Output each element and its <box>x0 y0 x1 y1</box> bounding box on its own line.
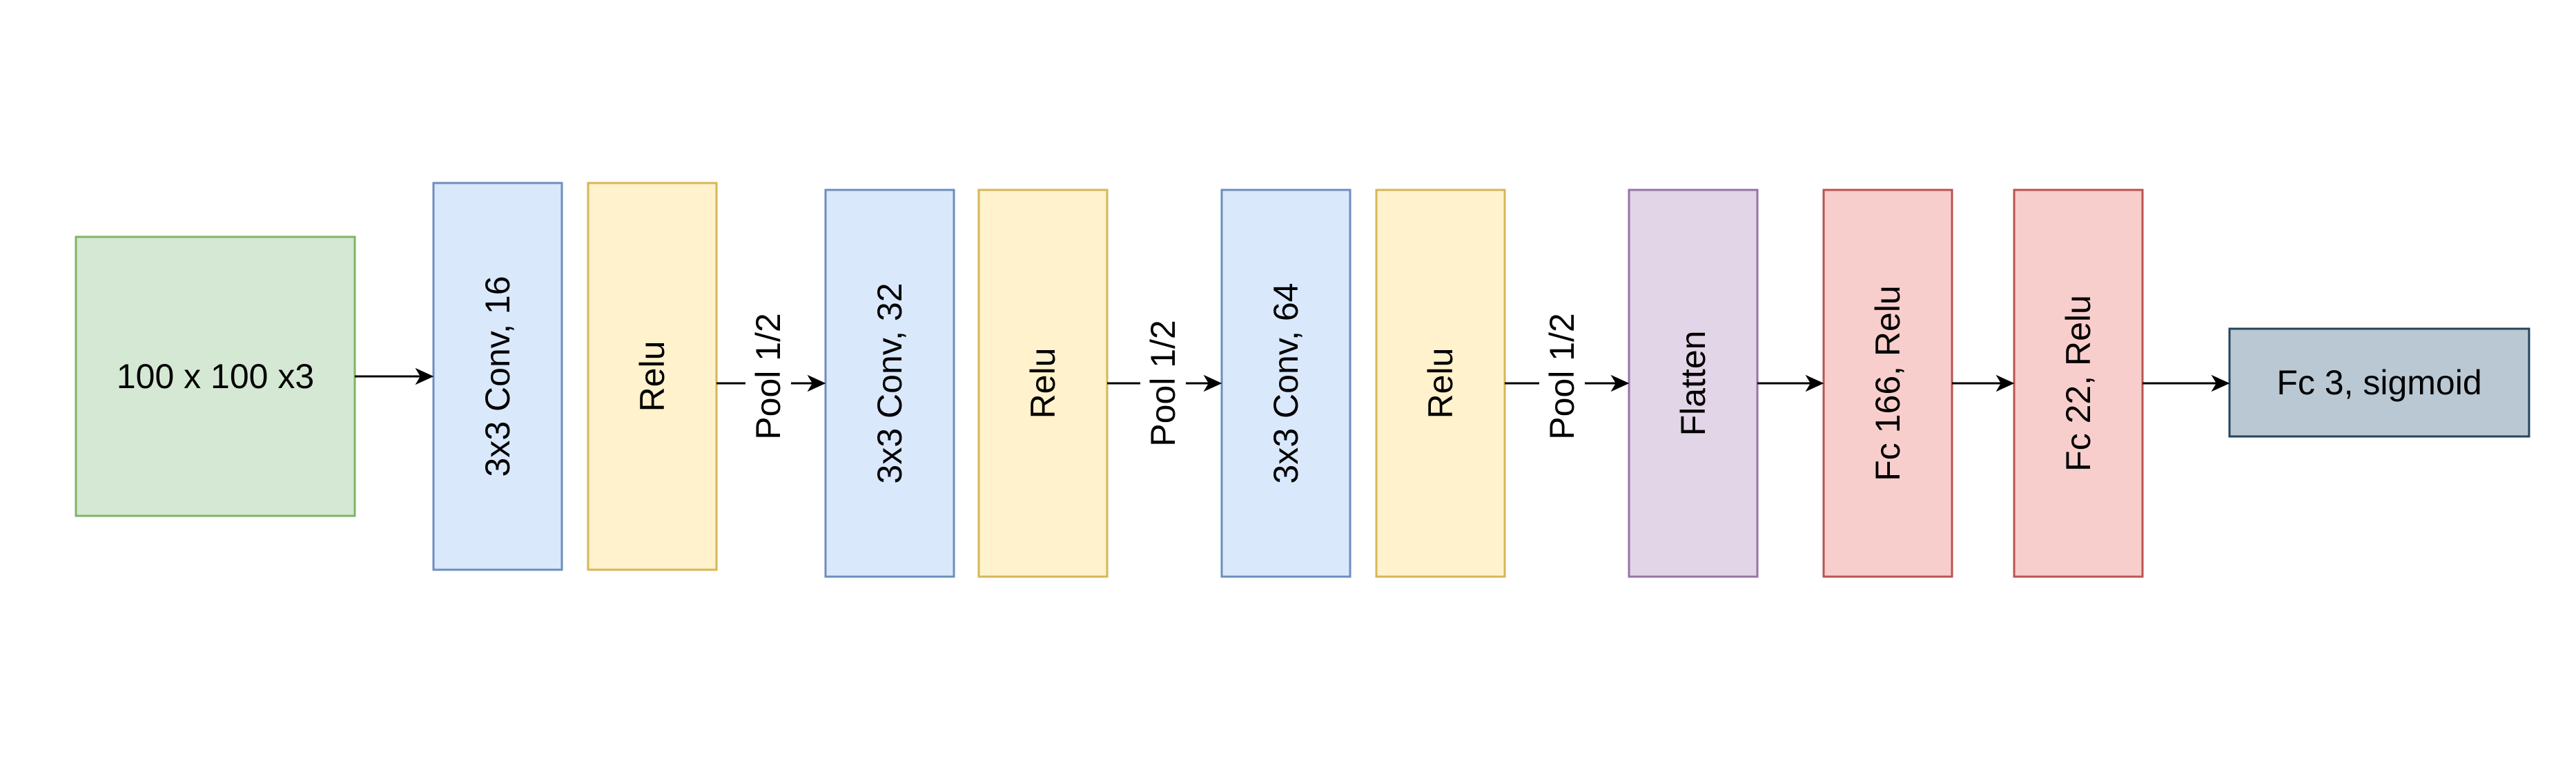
node-conv3: 3x3 Conv, 64 <box>1220 189 1352 578</box>
node-fc2: Fc 22, Relu <box>2013 189 2144 578</box>
conv3-box <box>1220 189 1352 578</box>
arrow-head <box>807 374 826 392</box>
conv1-box <box>432 182 563 571</box>
node-conv2: 3x3 Conv, 32 <box>824 189 955 578</box>
conv1-label: 3x3 Conv, 16 <box>478 276 517 477</box>
edge-label-background <box>1140 314 1186 452</box>
node-relu3: Relu <box>1375 189 1506 578</box>
node-flatten: Flatten <box>1628 189 1759 578</box>
edge-input-to-conv1 <box>355 367 434 385</box>
edge-relu2-to-conv3: Pool 1/2 <box>1107 314 1222 452</box>
edge-relu3-to-flatten: Pool 1/2 <box>1505 307 1630 445</box>
input-label: 100 x 100 x3 <box>117 357 314 396</box>
input-box <box>75 235 356 517</box>
relu1-box <box>587 182 718 571</box>
node-fc1: Fc 166, Relu <box>1822 189 1953 578</box>
edge-relu1-to-conv2: Pool 1/2 <box>716 313 826 452</box>
arrow-head <box>1203 374 1222 392</box>
fc2-box <box>2013 189 2144 578</box>
output-box <box>2228 327 2530 438</box>
fc1-label: Fc 166, Relu <box>1868 285 1907 481</box>
edge-fc2-to-output <box>2143 374 2230 392</box>
edge-fc1-to-fc2 <box>1952 374 2015 392</box>
node-relu2: Relu <box>977 189 1109 578</box>
relu1-label: Relu <box>633 341 672 412</box>
edge-label-background <box>1539 307 1585 445</box>
arrow-head <box>1610 374 1630 392</box>
arrow-head <box>2211 374 2230 392</box>
arrow-head <box>1805 374 1824 392</box>
node-conv1: 3x3 Conv, 16 <box>432 182 563 571</box>
arrow-head <box>1996 374 2015 392</box>
node-relu1: Relu <box>587 182 718 571</box>
pool2-label: Pool 1/2 <box>1144 320 1182 446</box>
arrow-head <box>415 367 434 385</box>
conv2-label: 3x3 Conv, 32 <box>870 283 909 484</box>
pool1-label: Pool 1/2 <box>749 313 788 439</box>
pool3-label: Pool 1/2 <box>1543 313 1581 439</box>
flatten-label: Flatten <box>1674 331 1713 436</box>
conv3-label: 3x3 Conv, 64 <box>1267 283 1305 484</box>
relu3-label: Relu <box>1421 348 1460 419</box>
relu3-box <box>1375 189 1506 578</box>
conv2-box <box>824 189 955 578</box>
relu2-box <box>977 189 1109 578</box>
node-input: 100 x 100 x3 <box>75 235 356 517</box>
node-output: Fc 3, sigmoid <box>2228 327 2530 438</box>
fc2-label: Fc 22, Relu <box>2059 295 2098 472</box>
edge-flatten-to-fc1 <box>1757 374 1824 392</box>
relu2-label: Relu <box>1024 348 1062 419</box>
output-label: Fc 3, sigmoid <box>2276 363 2481 402</box>
edge-label-background <box>745 314 791 452</box>
